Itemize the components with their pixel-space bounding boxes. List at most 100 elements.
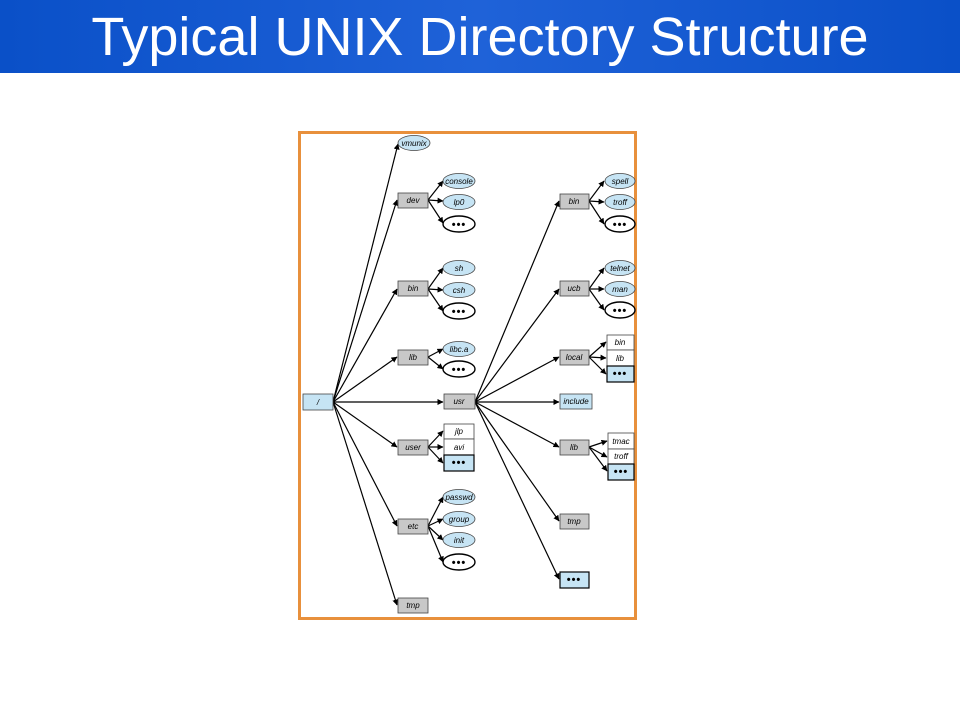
user-stack: jlp avi •••: [443, 423, 475, 472]
file-lp0[interactable]: lp0: [442, 194, 476, 210]
etc-ellipsis[interactable]: •••: [442, 553, 476, 571]
file-passwd[interactable]: passwd: [442, 489, 476, 505]
troff-label: troff: [613, 198, 628, 207]
dir-user[interactable]: user: [397, 439, 429, 456]
dir-local-lib[interactable]: lib: [606, 349, 635, 367]
root-directory[interactable]: /: [302, 393, 334, 411]
usr-ucb-label: ucb: [568, 284, 581, 293]
csh-label: csh: [453, 286, 466, 295]
edge-etc-group: [427, 518, 444, 527]
edge-usr-local: [474, 356, 560, 403]
edge-usrlib-more: [588, 446, 608, 472]
dev-more-label: •••: [452, 219, 467, 231]
edge-usrbin-troff: [588, 198, 605, 205]
file-troff[interactable]: troff: [604, 194, 636, 210]
jlp-label: jlp: [454, 427, 464, 436]
telnet-label: telnet: [610, 264, 630, 273]
vmunix-label: vmunix: [401, 139, 427, 148]
dir-jlp[interactable]: jlp: [443, 423, 475, 440]
file-man[interactable]: man: [604, 281, 636, 297]
etc-more-label: •••: [452, 557, 467, 569]
dir-bin[interactable]: bin: [397, 280, 429, 297]
file-sh[interactable]: sh: [442, 260, 476, 276]
file-telnet[interactable]: telnet: [604, 260, 636, 276]
dir-local-bin[interactable]: bin: [606, 334, 635, 351]
dir-vmunix[interactable]: vmunix: [397, 135, 431, 151]
edge-root-bin: [332, 288, 398, 403]
edge-dev-console: [427, 180, 444, 201]
edge-root-user: [332, 401, 398, 448]
local-more-label: •••: [613, 368, 628, 380]
dir-dev[interactable]: dev: [397, 192, 429, 209]
edge-usrbin-more: [588, 200, 605, 225]
edge-usr-tmp: [474, 401, 560, 522]
edge-etc-init: [427, 525, 444, 541]
dir-tmac[interactable]: tmac: [607, 432, 635, 450]
spell-label: spell: [612, 177, 629, 186]
console-label: console: [445, 177, 473, 186]
ucb-more-label: •••: [613, 305, 628, 317]
edge-dev-more: [427, 199, 444, 224]
edge-root-lib: [332, 356, 398, 403]
dir-usr-lib[interactable]: lib: [559, 439, 590, 456]
edge-bin-more: [427, 288, 444, 312]
lib-label: lib: [409, 353, 418, 362]
dir-usr[interactable]: usr: [443, 393, 476, 410]
lib-troff-label: troff: [614, 452, 629, 461]
edge-usr-ucb: [474, 288, 560, 403]
slide-title: Typical UNIX Directory Structure: [91, 7, 869, 67]
usr-local-label: local: [566, 353, 583, 362]
sh-label: sh: [455, 264, 464, 273]
libc-label: libc.a: [450, 345, 469, 354]
usrlib-more-label: •••: [614, 466, 629, 478]
usr-ellipsis[interactable]: •••: [559, 571, 590, 589]
dir-usr-include[interactable]: include: [559, 393, 593, 410]
dir-usr-ucb[interactable]: ucb: [559, 280, 590, 297]
usr-include-label: include: [563, 397, 589, 406]
dir-etc[interactable]: etc: [397, 518, 429, 535]
dir-usr-bin[interactable]: bin: [559, 193, 590, 210]
local-lib-label: lib: [616, 354, 625, 363]
group-label: group: [449, 515, 470, 524]
user-label: user: [405, 443, 421, 452]
edge-local-lib: [588, 354, 607, 361]
bin-label: bin: [408, 284, 419, 293]
dev-label: dev: [407, 196, 421, 205]
edge-dev-lp0: [427, 197, 444, 204]
file-group[interactable]: group: [442, 511, 476, 527]
usr-bin-label: bin: [569, 197, 580, 206]
file-init[interactable]: init: [442, 532, 476, 548]
tmp-label: tmp: [406, 601, 420, 610]
usr-more-label: •••: [567, 574, 582, 586]
usrlib-ellipsis[interactable]: •••: [607, 463, 635, 481]
lib-ellipsis[interactable]: •••: [442, 360, 476, 378]
dir-tmp[interactable]: tmp: [397, 597, 429, 614]
edge-etc-passwd: [427, 496, 444, 527]
file-console[interactable]: console: [442, 173, 476, 189]
dir-usr-local[interactable]: local: [559, 349, 590, 366]
user-ellipsis[interactable]: •••: [443, 454, 475, 472]
file-libc[interactable]: libc.a: [442, 341, 476, 357]
file-spell[interactable]: spell: [604, 173, 636, 189]
file-csh[interactable]: csh: [442, 282, 476, 298]
dev-ellipsis[interactable]: •••: [442, 215, 476, 233]
bin-ellipsis[interactable]: •••: [442, 302, 476, 320]
edge-lib-libc: [427, 348, 444, 358]
usr-bin-ellipsis[interactable]: •••: [604, 215, 636, 233]
dir-avi[interactable]: avi: [443, 438, 475, 456]
ucb-ellipsis[interactable]: •••: [604, 301, 636, 319]
dir-lib-troff[interactable]: troff: [607, 448, 635, 465]
lib-more-label: •••: [452, 364, 467, 376]
edge-usrlib-troff: [588, 446, 608, 458]
edge-usr-more: [474, 401, 560, 580]
passwd-label: passwd: [444, 493, 473, 502]
dir-lib[interactable]: lib: [397, 349, 429, 366]
local-bin-label: bin: [615, 338, 626, 347]
bin-more-label: •••: [452, 306, 467, 318]
root-label: /: [316, 398, 320, 407]
edge-bin-csh: [427, 286, 444, 293]
local-ellipsis[interactable]: •••: [606, 365, 635, 383]
dir-usr-tmp[interactable]: tmp: [559, 513, 590, 530]
edge-root-vmunix: [332, 143, 400, 403]
edge-lib-more: [427, 356, 444, 370]
